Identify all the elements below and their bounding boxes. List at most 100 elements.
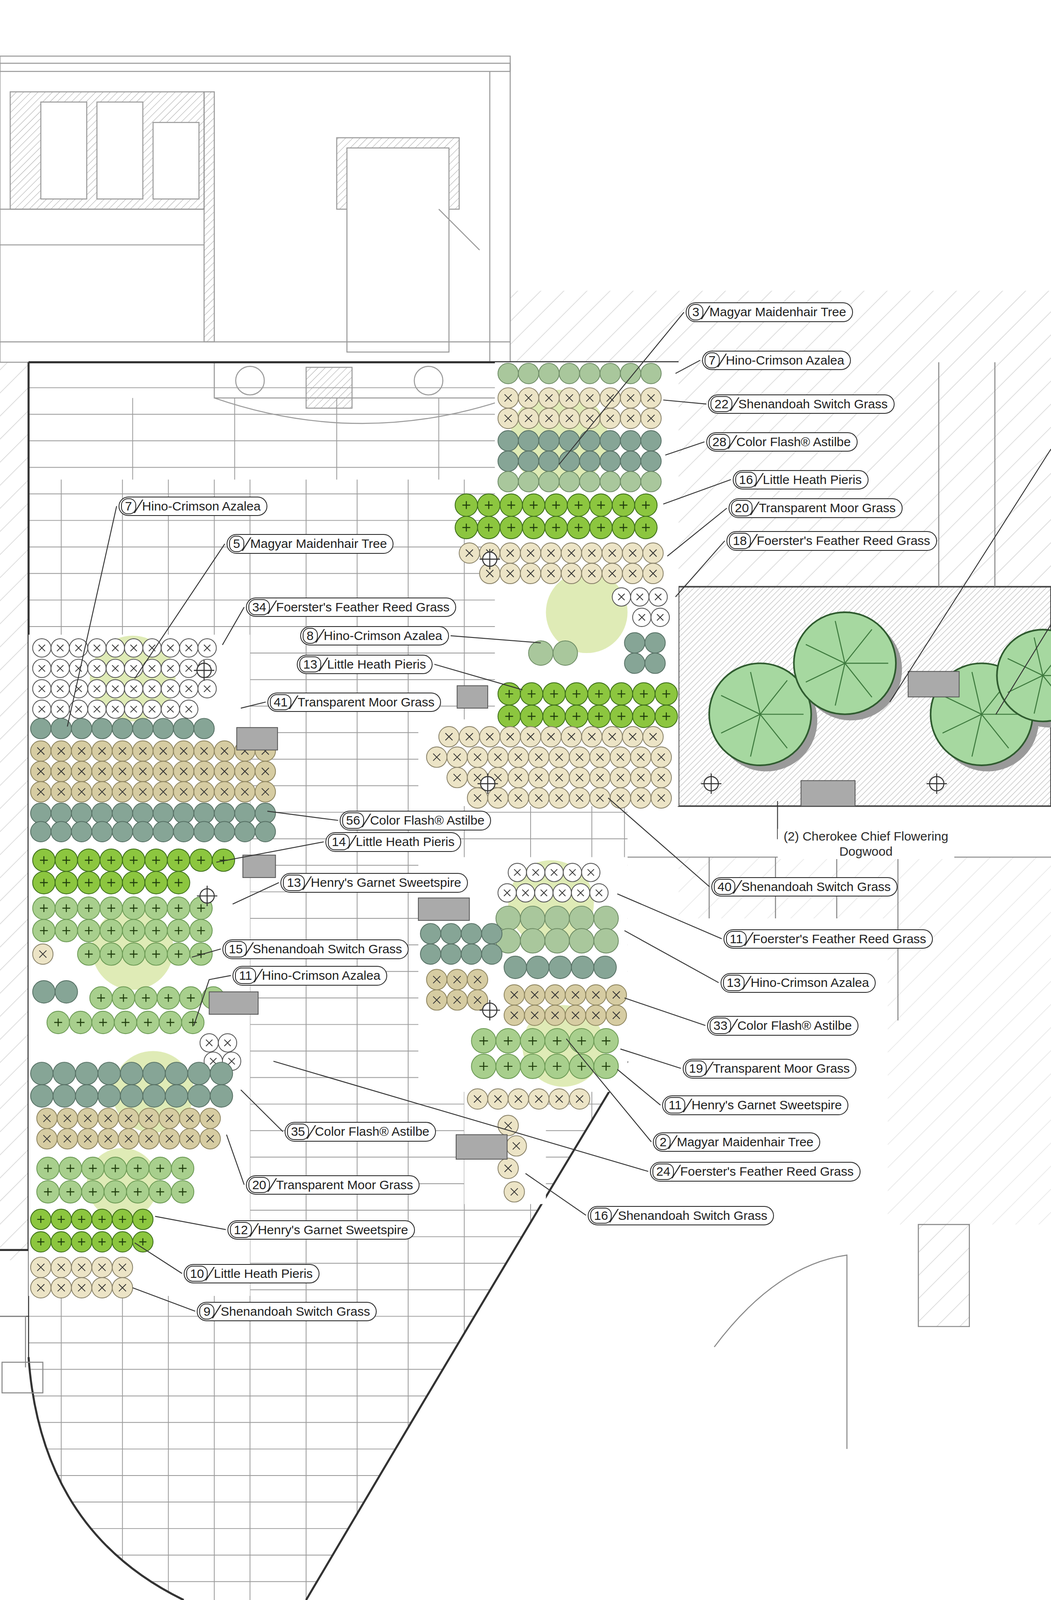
plant-count: 10 <box>186 1265 208 1282</box>
shrub-mark <box>453 773 461 782</box>
shrub <box>173 781 195 803</box>
shrub <box>599 471 621 492</box>
shrub <box>520 682 543 705</box>
shrub-mark <box>75 705 82 713</box>
shrub <box>553 640 578 666</box>
shrub <box>594 955 617 979</box>
shrub <box>540 542 562 564</box>
slash-divider <box>267 600 277 614</box>
shrub <box>477 493 500 517</box>
shrub <box>50 740 72 762</box>
shrub <box>610 787 631 809</box>
shrub <box>506 1135 527 1157</box>
shrub-mark <box>220 747 228 755</box>
shrub-mark <box>57 747 65 755</box>
shrub-mark <box>571 990 579 999</box>
shrub <box>487 1088 509 1110</box>
shrub <box>634 516 658 539</box>
plant-count: 2 <box>655 1133 671 1151</box>
shrub-mark <box>98 1263 106 1271</box>
leader-line <box>240 702 266 709</box>
shrub-mark <box>37 1283 45 1292</box>
shrub <box>632 607 652 627</box>
shrub <box>644 632 666 654</box>
leader-line <box>216 841 325 863</box>
shrub <box>132 821 154 842</box>
shrub <box>173 821 195 842</box>
shrub <box>651 607 670 627</box>
slash-divider <box>133 499 143 513</box>
shrub-mark <box>37 1263 45 1271</box>
shrub <box>173 802 195 824</box>
shrub-mark <box>462 501 471 510</box>
shrub-mark <box>84 1114 92 1122</box>
plant-count: 16 <box>590 1207 612 1224</box>
shrub <box>77 896 100 919</box>
shrub <box>620 363 642 384</box>
shrub <box>193 781 215 803</box>
shrub <box>520 542 542 564</box>
shrub-mark <box>636 593 643 600</box>
slash-divider <box>704 1061 714 1075</box>
shrub-mark <box>530 990 539 999</box>
shrub <box>426 969 448 990</box>
shrub-mark <box>486 569 494 577</box>
shrub-mark <box>433 753 441 761</box>
shrub-mark <box>662 689 671 698</box>
shrub-mark <box>112 685 119 692</box>
shrub <box>105 659 125 678</box>
plant-name: Shenandoah Switch Grass <box>741 879 891 895</box>
shrub-mark <box>57 644 64 651</box>
plant-count: 13 <box>723 974 745 991</box>
shrub <box>132 760 154 782</box>
shrub <box>173 760 195 782</box>
shrub <box>497 1157 519 1179</box>
shrub <box>159 1107 180 1129</box>
shrub-mark <box>606 414 614 422</box>
shrub <box>526 955 549 979</box>
tree-branch <box>1043 674 1051 676</box>
shrub <box>91 740 113 762</box>
plant-count: 18 <box>728 532 751 550</box>
shrub <box>594 1028 619 1053</box>
shrub <box>569 1088 590 1110</box>
leader-line <box>193 975 231 1026</box>
shrub-mark <box>504 1164 512 1172</box>
callout-tag: 12Henry's Garnet Sweetspire <box>227 1220 415 1240</box>
shrub-mark <box>530 1011 539 1019</box>
shrub <box>142 1061 166 1085</box>
shrub <box>132 781 154 803</box>
shrub <box>77 871 100 894</box>
shrub-mark <box>166 1018 175 1027</box>
shrub <box>234 781 256 803</box>
shrub <box>91 760 113 782</box>
plant-name: Hino-Crimson Azalea <box>261 968 381 983</box>
shrub <box>565 705 588 728</box>
shrub <box>579 363 601 384</box>
shrub <box>132 1209 154 1230</box>
shrub <box>567 516 590 539</box>
shrub <box>91 802 113 824</box>
shrub-mark <box>139 1215 147 1223</box>
shrub <box>569 767 590 788</box>
shrub-mark <box>220 767 228 775</box>
shrub-mark <box>200 747 208 755</box>
callout-tag: 28Color Flash® Astilbe <box>706 432 858 452</box>
slash-divider <box>682 1098 692 1112</box>
shrub <box>487 746 509 768</box>
shrub <box>528 787 550 809</box>
shrub <box>467 1088 489 1110</box>
slash-divider <box>249 1222 259 1237</box>
slash-divider <box>318 657 328 671</box>
shrub-mark <box>66 1187 75 1196</box>
shrub <box>589 516 613 539</box>
shrub-mark <box>241 767 249 775</box>
slash-divider <box>306 1124 316 1139</box>
shrub <box>112 1231 133 1252</box>
callout-tag: 20Transparent Moor Grass <box>728 498 903 518</box>
shrub <box>599 451 621 472</box>
shrub <box>142 679 162 698</box>
shrub-mark <box>62 878 71 887</box>
slash-divider <box>361 813 371 827</box>
shrub <box>538 471 560 492</box>
